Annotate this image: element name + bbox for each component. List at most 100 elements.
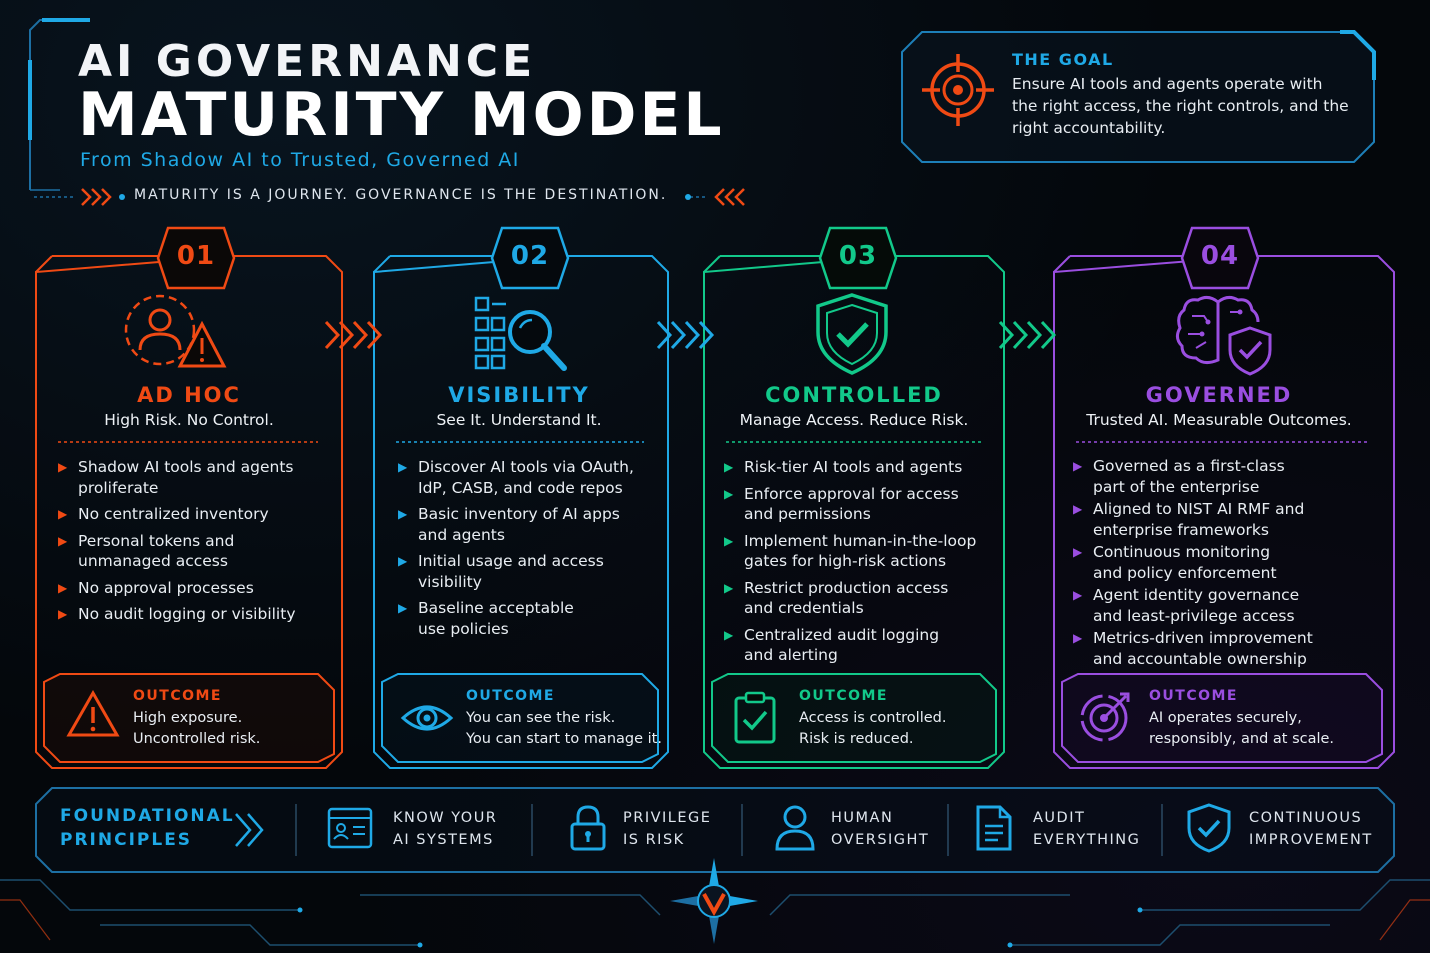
arrow-right-icon: ▶ bbox=[58, 607, 68, 621]
arrow-right-icon: ▶ bbox=[724, 486, 734, 501]
connector-1-2 bbox=[324, 320, 383, 350]
stage-3-outcome-title: OUTCOME bbox=[799, 688, 888, 704]
warning-icon bbox=[66, 690, 120, 737]
stage-2-subtitle: See It. Understand It. bbox=[436, 411, 602, 429]
stage-1-subtitle: High Risk. No Control. bbox=[104, 411, 274, 429]
eye-icon bbox=[400, 705, 454, 731]
list-item: ▶Restrict production access and credenti… bbox=[724, 578, 949, 618]
arrow-right-icon: ▶ bbox=[58, 580, 68, 595]
arrow-right-icon: ▶ bbox=[724, 460, 734, 474]
list-item: ▶Risk-tier AI tools and agents bbox=[724, 458, 963, 476]
arrow-right-icon: ▶ bbox=[1073, 459, 1083, 473]
stage-3-outcome-line-2: Risk is reduced. bbox=[799, 731, 914, 747]
brain-shield-icon bbox=[1175, 295, 1272, 376]
principle-2-line-2: IS RISK bbox=[623, 832, 685, 848]
arrow-right-icon: ▶ bbox=[724, 533, 734, 548]
arrow-right-icon: ▶ bbox=[58, 533, 68, 548]
stage-4-subtitle: Trusted AI. Measurable Outcomes. bbox=[1086, 411, 1352, 429]
arrow-right-icon: ▶ bbox=[1073, 588, 1083, 602]
stage-3-outcome-line-1: Access is controlled. bbox=[799, 710, 947, 726]
target-icon bbox=[1080, 692, 1130, 742]
list-item: ▶Implement human-in-the-loop gates for h… bbox=[724, 531, 977, 571]
list-item: ▶Basic inventory of AI apps and agents bbox=[398, 505, 620, 544]
goal-text: Ensure AI tools and agents operate with … bbox=[1012, 75, 1349, 137]
list-item: ▶Governed as a first-class part of the e… bbox=[1073, 457, 1285, 496]
stage-4-outcome-line-2: responsibly, and at scale. bbox=[1149, 731, 1335, 747]
principle-4-line-2: EVERYTHING bbox=[1033, 832, 1141, 848]
stage-3-number: 03 bbox=[838, 241, 878, 271]
stage-4-title: GOVERNED bbox=[1145, 383, 1293, 407]
stage-2-title: VISIBILITY bbox=[448, 383, 590, 407]
stage-3-subtitle: Manage Access. Reduce Risk. bbox=[739, 411, 969, 429]
stage-4-outcome-title: OUTCOME bbox=[1149, 688, 1238, 704]
list-item: ▶Agent identity governance and least-pri… bbox=[1073, 586, 1300, 625]
list-item: ▶No audit logging or visibility bbox=[58, 605, 296, 623]
connector-3-4 bbox=[998, 320, 1057, 350]
stage-1-number: 01 bbox=[176, 241, 216, 271]
stage-1-outcome-title: OUTCOME bbox=[133, 688, 222, 704]
title-line-1: AI GOVERNANCE bbox=[78, 36, 537, 87]
stage-2-outcome-line-2: You can start to manage it. bbox=[466, 731, 662, 747]
principles-title-line-1: FOUNDATIONAL bbox=[60, 806, 235, 826]
goal-box bbox=[901, 30, 1376, 163]
page-subtitle: From Shadow AI to Trusted, Governed AI bbox=[80, 149, 520, 171]
list-item: ▶Continuous monitoring and policy enforc… bbox=[1073, 543, 1277, 582]
target-crosshair-icon bbox=[922, 54, 994, 126]
list-item: ▶Centralized audit logging and alerting bbox=[724, 625, 940, 665]
principle-5-line-2: IMPROVEMENT bbox=[1249, 832, 1373, 848]
stage-1-outcome-line-1: High exposure. bbox=[133, 710, 243, 726]
list-item: ▶Aligned to NIST AI RMF and enterprise f… bbox=[1073, 500, 1305, 539]
goal-title: THE GOAL bbox=[1012, 50, 1114, 69]
arrow-right-icon: ▶ bbox=[58, 507, 68, 521]
stage-4-bullets: ▶Governed as a first-class part of the e… bbox=[1073, 456, 1333, 669]
list-item: ▶Shadow AI tools and agents proliferate bbox=[58, 458, 294, 497]
principle-3-line-1: HUMAN bbox=[831, 810, 894, 826]
list-item: ▶Metrics-driven improvement and accounta… bbox=[1073, 629, 1313, 668]
stage-1-outcome-line-2: Uncontrolled risk. bbox=[133, 731, 261, 747]
id-card-icon bbox=[327, 807, 373, 849]
principle-2-line-1: PRIVILEGE bbox=[623, 810, 712, 826]
stage-4-outcome-line-1: AI operates securely, bbox=[1149, 710, 1302, 726]
stage-3-title: CONTROLLED bbox=[765, 383, 943, 407]
document-icon bbox=[976, 805, 1012, 851]
list-item: ▶Personal tokens and unmanaged access bbox=[58, 531, 235, 571]
arrow-right-icon: ▶ bbox=[724, 627, 734, 642]
arrow-right-icon: ▶ bbox=[1073, 502, 1083, 516]
compass-logo-icon bbox=[670, 858, 758, 944]
stage-2-outcome-line-1: You can see the risk. bbox=[466, 710, 616, 726]
title-line-2: MATURITY MODEL bbox=[78, 80, 725, 150]
stage-1-title: AD HOC bbox=[137, 383, 241, 407]
arrow-right-icon: ▶ bbox=[398, 554, 408, 568]
user-warning-icon bbox=[124, 294, 227, 368]
arrow-right-icon: ▶ bbox=[724, 580, 734, 595]
principle-5-line-1: CONTINUOUS bbox=[1249, 810, 1363, 826]
inventory-search-icon bbox=[474, 296, 567, 371]
connector-2-3 bbox=[656, 320, 715, 350]
person-icon bbox=[775, 805, 815, 851]
list-item: ▶Discover AI tools via OAuth, IdP, CASB,… bbox=[398, 458, 634, 497]
arrow-right-icon: ▶ bbox=[1073, 631, 1083, 645]
arrow-right-icon: ▶ bbox=[398, 507, 408, 521]
shield-check-icon bbox=[816, 293, 888, 375]
principle-4-line-1: AUDIT bbox=[1033, 810, 1086, 826]
arrow-right-icon: ▶ bbox=[398, 601, 408, 615]
stage-2-bullets: ▶Discover AI tools via OAuth, IdP, CASB,… bbox=[398, 457, 638, 639]
principle-3-line-2: OVERSIGHT bbox=[831, 832, 930, 848]
clipboard-check-icon bbox=[734, 691, 776, 744]
principles-title-line-2: PRINCIPLES bbox=[60, 830, 193, 850]
stage-4-number: 04 bbox=[1200, 241, 1240, 271]
stage-1-bullets: ▶Shadow AI tools and agents proliferate … bbox=[58, 457, 318, 625]
arrow-right-icon: ▶ bbox=[58, 460, 68, 474]
principle-1-line-1: KNOW YOUR bbox=[393, 810, 498, 826]
lock-icon bbox=[570, 805, 606, 851]
shield-check-icon bbox=[1187, 803, 1231, 853]
list-item: ▶No centralized inventory bbox=[58, 505, 269, 523]
list-item: ▶Initial usage and access visibility bbox=[398, 552, 604, 591]
arrow-right-icon: ▶ bbox=[398, 460, 408, 474]
list-item: ▶Enforce approval for access and permiss… bbox=[724, 484, 959, 524]
tagline: MATURITY IS A JOURNEY. GOVERNANCE IS THE… bbox=[134, 187, 668, 203]
stage-2-number: 02 bbox=[510, 241, 550, 271]
stage-2-outcome-title: OUTCOME bbox=[466, 688, 555, 704]
